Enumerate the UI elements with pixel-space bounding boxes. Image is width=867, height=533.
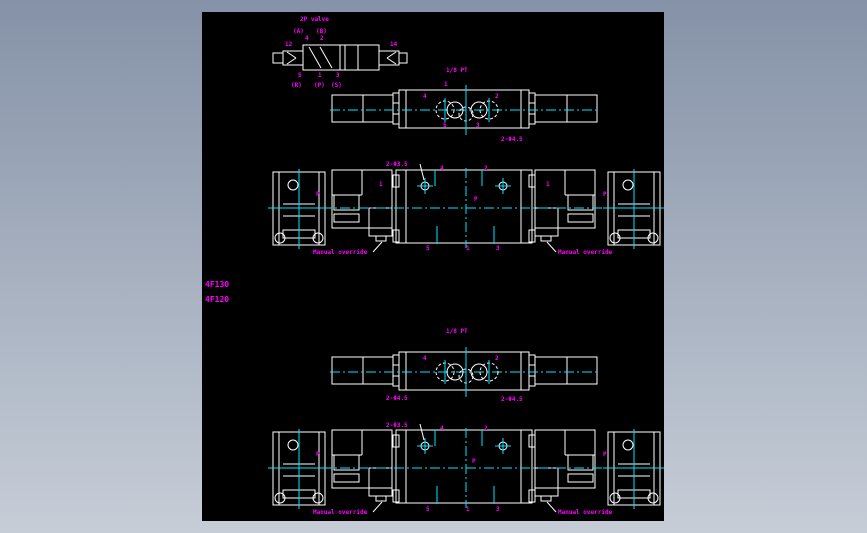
port-label: 5 (443, 122, 447, 129)
hole-label: 2-Φ3.5 (386, 422, 408, 429)
side-label: P (603, 191, 607, 198)
port-label: 2 (495, 93, 499, 100)
port-number: 1 (318, 72, 322, 79)
coil-label: 1 (379, 181, 383, 188)
side-label: P (603, 451, 607, 458)
hole-label: 2-Φ3.5 (386, 161, 408, 168)
pilot-label: 14 (390, 41, 398, 48)
port-label: (B) (316, 28, 327, 35)
manual-override-label: Manual override (313, 249, 368, 256)
model-label: 4F120 (205, 295, 229, 304)
port-label: 4 (423, 93, 427, 100)
cad-drawing-canvas[interactable]: 2P valve (A) (B) 4 2 12 14 5 1 3 (R) (P)… (202, 12, 664, 521)
hole-label: 2-Φ4.5 (501, 396, 523, 403)
port-label: 4 (440, 165, 444, 172)
port-number: 5 (298, 72, 302, 79)
front-view-upper (268, 164, 664, 252)
side-label: P (316, 191, 320, 198)
thread-label: 1/8 PT (446, 67, 468, 74)
thread-label: 1/8 PT (446, 328, 468, 335)
manual-override-label: Manual override (558, 249, 613, 256)
port-number: 2 (320, 35, 324, 42)
front-view-lower (268, 424, 664, 512)
port-label: 4 (423, 355, 427, 362)
model-label: 4F130 (205, 280, 229, 289)
hole-label: 2-Φ4.5 (386, 395, 408, 402)
port-label: 5 (426, 506, 430, 513)
top-view-lower (329, 346, 601, 398)
annotations: 1/8 PT 4 1 2 5 3 2-Φ4.5 2-Φ3.5 4 2 P 5 1… (205, 67, 613, 516)
pilot-label: 12 (285, 41, 293, 48)
port-label: 3 (496, 245, 500, 252)
manual-override-label: Manual override (558, 509, 613, 516)
valve-drawing: 2P valve (A) (B) 4 2 12 14 5 1 3 (R) (P)… (205, 16, 664, 516)
port-label: 1 (466, 245, 470, 252)
port-label: 4 (440, 425, 444, 432)
center-label: P (474, 196, 478, 203)
port-label: 2 (484, 165, 488, 172)
top-view-upper (329, 84, 601, 136)
manual-override-label: Manual override (313, 509, 368, 516)
port-label: 2 (484, 425, 488, 432)
coil-label: 1 (546, 181, 550, 188)
port-label: 3 (476, 122, 480, 129)
port-label: (A) (293, 28, 304, 35)
port-label: (S) (331, 82, 342, 89)
port-label: (R) (291, 82, 302, 89)
port-label: 2 (495, 355, 499, 362)
symbol-title: 2P valve (300, 16, 329, 23)
hole-label: 2-Φ4.5 (501, 136, 523, 143)
port-label: 1 (444, 81, 448, 88)
port-label: (P) (314, 82, 325, 89)
valve-symbol: 2P valve (A) (B) 4 2 12 14 5 1 3 (R) (P)… (272, 16, 408, 89)
side-label: P (316, 451, 320, 458)
port-label: 5 (426, 245, 430, 252)
port-label: 3 (496, 506, 500, 513)
center-label: P (472, 458, 476, 465)
port-number: 3 (336, 72, 340, 79)
port-number: 4 (305, 35, 309, 42)
port-label: 1 (466, 506, 470, 513)
